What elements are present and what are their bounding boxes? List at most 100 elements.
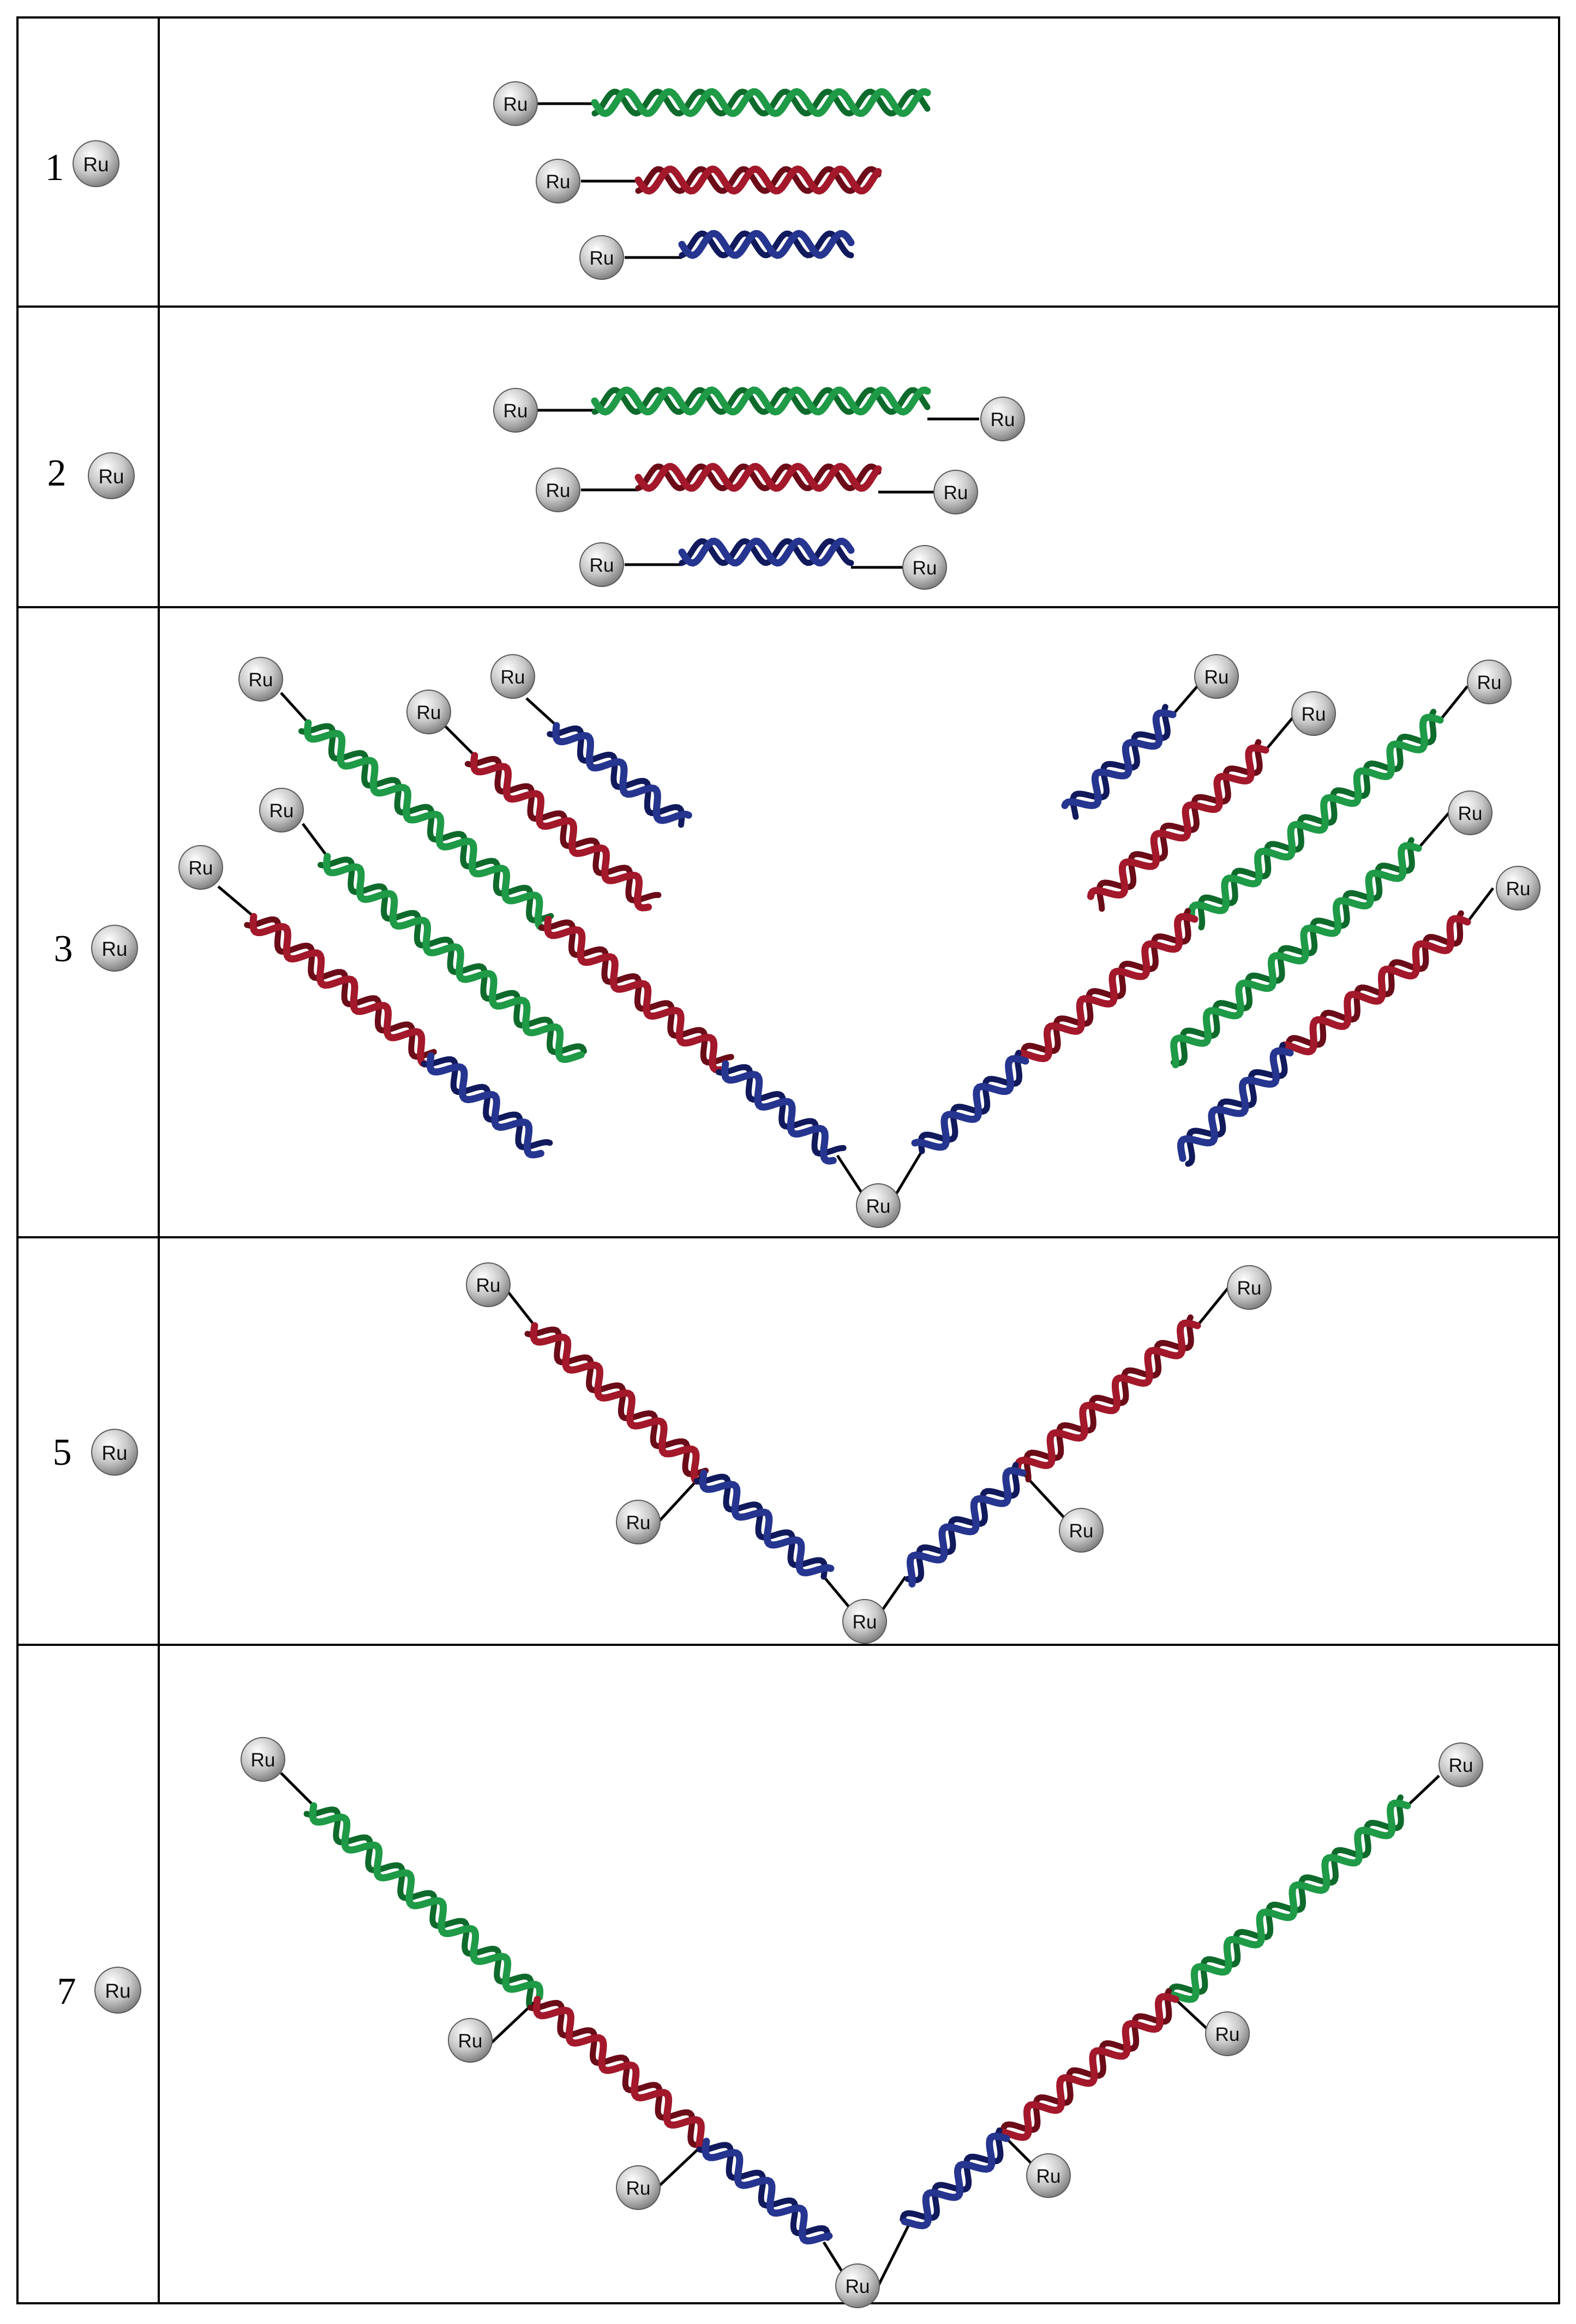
helix-strand-front [470,752,652,912]
helix-strand-front [552,722,692,824]
row5-ru-center: Ru [835,2263,880,2308]
row5-ru-r-side1: Ru [1205,2011,1250,2056]
row3-red-l5 [244,913,437,1068]
helix-strand-back [464,756,662,903]
row4-ru-l-top: Ru [466,1262,511,1307]
helix-strand-front [721,1060,837,1165]
ru-sphere-icon [1205,2011,1250,2056]
helix-strand-front [1280,915,1471,1056]
row-labels: 1 2 3 5 7 [45,147,76,2012]
helix-strand-front [544,915,724,1074]
row2-ru-red-left: Ru [536,468,580,512]
ru-label: Ru [251,1750,275,1771]
row3-linker-r4 [1417,812,1450,849]
row3-ru-center: Ru [856,1183,901,1228]
row2-ru-green-right: Ru [980,397,1025,441]
helix-strand-back [538,919,734,1066]
ru-sphere-icon [1291,691,1336,736]
row3-ru-l2: Ru [406,690,451,734]
row4-red-left [524,1322,709,1485]
ru-label: Ru [1477,672,1502,693]
row3-green-r3 [1188,709,1444,931]
helix-strand-back [1185,1042,1288,1167]
helix-strand-front [532,1996,705,2153]
linkers [217,102,1494,2287]
ru-sphere-icon [73,140,119,187]
row5-ru-l-top: Ru [241,1737,285,1782]
helix-strand-front [997,1993,1179,2141]
row5-blue-left [696,2137,833,2245]
row2-ru-green-left: Ru [493,388,538,433]
helix-strand-back [591,387,931,415]
row5-green-right [1167,1794,1411,2003]
ru-label: Ru [846,2276,870,2297]
row4-blue-left [693,1469,835,1580]
row-4-number: 5 [53,1431,72,1474]
ru-sphere-icon [493,388,538,433]
helix-strand-back [1171,837,1415,1067]
table-border [16,16,1560,2304]
row3-linker-l5 [217,885,255,918]
ru-label: Ru [546,171,571,193]
ru-label: Ru [504,400,528,422]
ru-label: Ru [1237,1278,1262,1299]
ru-label: Ru [269,800,294,822]
row4-ru-center: Ru [842,1599,887,1644]
row3-linker-r5 [1466,887,1494,923]
ru-sphere-icon [1194,654,1239,699]
row4-blue-right [904,1462,1027,1588]
ru-label: Ru [1215,2024,1240,2045]
row5-linker-l-top [280,1772,315,1807]
row3-linker-l4 [302,823,328,858]
helix-strand-front [1170,842,1422,1069]
ru-sphere-icon [448,2018,493,2063]
ru-sphere-icon [902,545,947,590]
ru-label: Ru [105,1980,130,2002]
row1-ru-red: Ru [536,159,580,203]
row5-red-right [997,1988,1179,2141]
row3-green-l1 [298,719,554,931]
row5-ru-r-top: Ru [1439,1742,1483,1787]
helix-strand-back [904,1462,1020,1584]
ru-sphere-icon [406,690,451,734]
ru-sphere-icon [94,1967,141,2014]
row5-linker-r-center [877,2225,910,2287]
ru-label: Ru [458,2030,483,2052]
ru-sphere-icon [842,1599,887,1644]
ru-sphere-icon [238,657,283,702]
ru-label: Ru [590,248,614,269]
ru-label: Ru [1205,667,1229,688]
row3-blue-l3 [547,722,692,828]
ru-sphere-icon [88,452,135,499]
helix-strand-front [699,1469,835,1577]
helix-strand-back [1023,1314,1194,1483]
row2-ru-blue-left: Ru [579,542,624,587]
ru-label: Ru [626,2178,651,2199]
row3-red-r2 [1087,739,1269,912]
row3-red-r5 [1280,910,1471,1056]
row5-blue-right [900,2127,1010,2230]
ru-label: Ru [1036,2166,1061,2187]
helix-strand-front [634,165,882,195]
row-1-number: 1 [45,147,64,189]
ru-sphere-icon [490,654,535,699]
helix-strand-front [702,2137,833,2245]
helix-strand-back [900,2127,1004,2223]
ru-sphere-icon [616,1500,661,1544]
row5-ru-r-side2: Ru [1026,2153,1071,2198]
row4-ru-r-top: Ru [1227,1265,1272,1310]
ru-label: Ru [1069,1520,1094,1542]
ru-sphere-icon [1026,2153,1071,2198]
ru-sphere-icon [980,397,1025,441]
row4-ru-r-side: Ru [1059,1508,1104,1553]
helix-strand-back [591,88,931,117]
row4-linker-r-top [1196,1286,1230,1327]
row3-ru-r4: Ru [1448,790,1493,835]
row2-ru-red-right: Ru [933,470,978,514]
row2-ru-blue-right: Ru [902,545,947,590]
row1-ru-green: Ru [493,81,538,126]
ru-label: Ru [504,94,528,115]
